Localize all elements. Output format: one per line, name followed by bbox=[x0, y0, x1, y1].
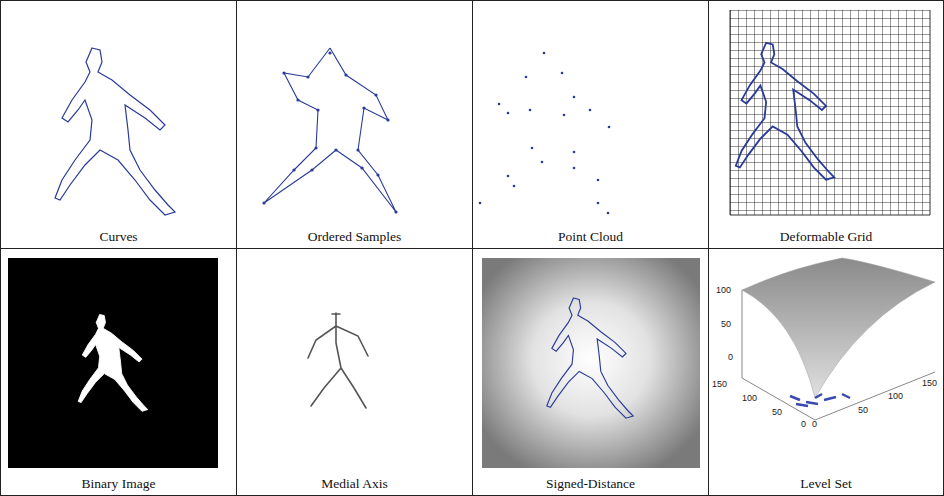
ordered-samples bbox=[262, 48, 397, 214]
axis-tick-label: 100 bbox=[888, 392, 903, 401]
figure-panel: Deformable Grid bbox=[708, 0, 944, 249]
signed-distance-field bbox=[482, 258, 700, 468]
panel-caption: Binary Image bbox=[1, 476, 236, 492]
panel-caption: Ordered Samples bbox=[237, 229, 472, 245]
panel-caption: Level Set bbox=[709, 476, 943, 492]
figure-panel: Ordered Samples bbox=[236, 0, 473, 249]
panel-caption: Signed-Distance bbox=[473, 476, 708, 492]
axis-tick-label: 50 bbox=[858, 406, 868, 415]
figure-panel: Level Set bbox=[708, 248, 944, 496]
axis-tick-label: 100 bbox=[716, 286, 731, 295]
panel-caption: Curves bbox=[1, 229, 236, 245]
axis-tick-label: 50 bbox=[721, 320, 731, 329]
figure-panel: Binary Image bbox=[0, 248, 237, 496]
axis-tick-label: 0 bbox=[801, 420, 806, 429]
figure-panel: Medial Axis bbox=[236, 248, 473, 496]
axis-tick-label: 0 bbox=[728, 353, 733, 362]
binary-image bbox=[8, 258, 218, 468]
figure-panel: Curves bbox=[0, 0, 237, 249]
shape-curve bbox=[55, 48, 175, 215]
panel-caption: Medial Axis bbox=[237, 476, 472, 492]
deformable-grid bbox=[730, 10, 930, 215]
level-set-surface bbox=[742, 258, 935, 420]
panel-caption: Deformable Grid bbox=[709, 229, 943, 245]
axis-tick-label: 100 bbox=[742, 394, 757, 403]
figure-panel: Point Cloud bbox=[472, 0, 709, 249]
point-cloud bbox=[479, 52, 611, 215]
figure-panel: Signed-Distance bbox=[472, 248, 709, 496]
axis-tick-label: 0 bbox=[812, 420, 817, 429]
panel-caption: Point Cloud bbox=[473, 229, 708, 245]
axis-tick-label: 150 bbox=[922, 379, 937, 388]
medial-axis bbox=[308, 313, 368, 408]
axis-tick-label: 50 bbox=[772, 408, 782, 417]
axis-tick-label: 150 bbox=[712, 380, 727, 389]
